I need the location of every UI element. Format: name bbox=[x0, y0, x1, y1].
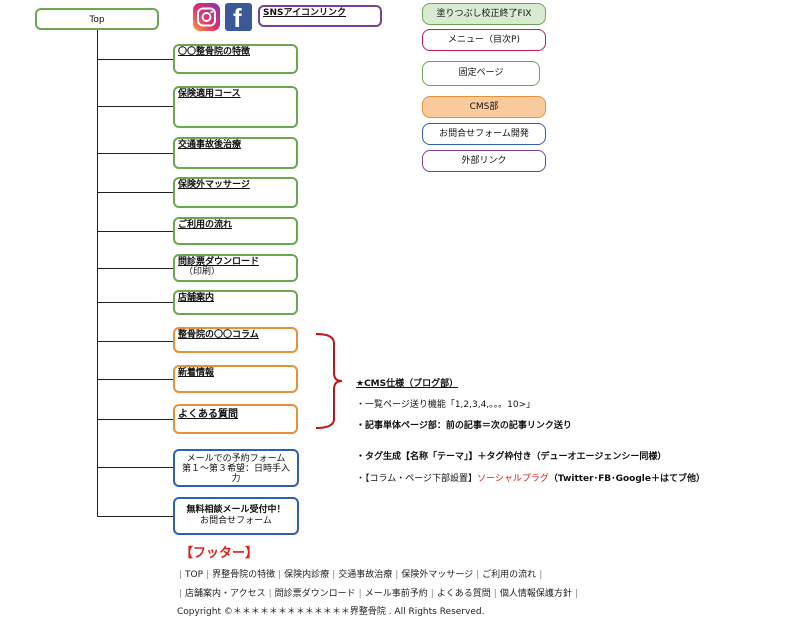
branch-line bbox=[97, 231, 174, 232]
page-box-column[interactable]: 整骨院の〇〇コラム bbox=[173, 327, 298, 353]
page-box-insurance[interactable]: 保険適用コース bbox=[173, 86, 298, 128]
legend-label: CMS部 bbox=[469, 102, 499, 112]
reservation-body: 第１〜第３希望：日時手入力 bbox=[181, 464, 290, 484]
legend-fixed-page: 固定ページ bbox=[422, 61, 540, 86]
page-box-news[interactable]: 新着情報 bbox=[173, 365, 298, 393]
consult-title: 無料相談メール受付中！ bbox=[186, 505, 286, 515]
facebook-glyph: f bbox=[233, 3, 242, 31]
footer-title: 【フッター】 bbox=[180, 546, 259, 561]
page-label: 交通事故後治療 bbox=[178, 140, 242, 150]
legend-menu: メニュー（目次P) bbox=[422, 29, 546, 51]
page-box-store[interactable]: 店舗案内 bbox=[173, 290, 298, 315]
branch-line bbox=[97, 106, 174, 107]
social-plugin-text: ソーシャルプラグ bbox=[477, 474, 549, 484]
reservation-title: メールでの予約フォーム bbox=[186, 454, 286, 464]
branch-line bbox=[97, 341, 174, 342]
page-label: 保険適用コース bbox=[178, 89, 241, 99]
legend-label: お問合せフォーム開発 bbox=[439, 129, 529, 139]
page-label: よくある質問 bbox=[178, 409, 238, 420]
cms-note-pagination: ・一覧ページ送り機能「1,2,3,4,。。。10>」 bbox=[356, 400, 536, 410]
footer-links-row-2: |店舗案内・アクセス|問診票ダウンロード|メール事前予約|よくある質問|個人情報… bbox=[179, 589, 578, 599]
social-prefix: ・【コラム・ページ下部設置】 bbox=[356, 474, 478, 484]
footer-link[interactable]: 保険外マッサージ bbox=[401, 570, 474, 580]
consult-form-box[interactable]: 無料相談メール受付中！ お問合せフォーム bbox=[173, 497, 299, 535]
cms-note-social: ・【コラム・ページ下部設置】ソーシャルプラグ（Twitter･FB･Google… bbox=[356, 471, 705, 484]
branch-line bbox=[97, 467, 174, 468]
cms-bracket bbox=[315, 333, 343, 429]
footer-link[interactable]: TOP bbox=[185, 570, 204, 580]
tree-trunk-line bbox=[97, 30, 98, 516]
page-label: 整骨院の〇〇コラム bbox=[178, 330, 259, 340]
branch-line bbox=[97, 302, 174, 303]
legend-external-link: 外部リンク bbox=[422, 150, 546, 172]
page-sublabel: （印刷） bbox=[184, 267, 221, 277]
page-box-accident[interactable]: 交通事故後治療 bbox=[173, 137, 298, 169]
branch-line bbox=[97, 379, 174, 380]
page-label: 〇〇整骨院の特徴 bbox=[178, 47, 251, 57]
footer-link[interactable]: ご利用の流れ bbox=[482, 570, 537, 580]
footer-link[interactable]: よくある質問 bbox=[436, 589, 491, 599]
legend-label: 外部リンク bbox=[461, 156, 507, 166]
page-box-features[interactable]: 〇〇整骨院の特徴 bbox=[173, 44, 298, 74]
page-label: ご利用の流れ bbox=[178, 220, 233, 230]
cms-note-tags: ・タグ生成【名称「テーマ」】＋タグ枠付き（デューオエージェンシー同様） bbox=[356, 452, 667, 462]
footer-link[interactable]: メール事前予約 bbox=[364, 589, 428, 599]
footer-link[interactable]: 個人情報保護方針 bbox=[499, 589, 572, 599]
reservation-form-box[interactable]: メールでの予約フォーム 第１〜第３希望：日時手入力 bbox=[173, 449, 299, 487]
footer-link[interactable]: 店舗案内・アクセス bbox=[185, 589, 266, 599]
social-suffix: （Twitter･FB･Google＋はてブ他） bbox=[548, 474, 705, 484]
cms-heading: ★CMS仕様（ブログ部） bbox=[356, 379, 459, 389]
legend-cms: CMS部 bbox=[422, 96, 546, 118]
facebook-icon[interactable]: f bbox=[225, 3, 252, 31]
page-label: 保険外マッサージ bbox=[178, 180, 250, 190]
page-box-flow[interactable]: ご利用の流れ bbox=[173, 217, 298, 245]
footer-link[interactable]: 保険内診療 bbox=[284, 570, 330, 580]
cms-note-article-nav: ・記事単体ページ部：前の記事＝次の記事リンク送り bbox=[356, 421, 572, 431]
footer-link[interactable]: 界整骨院の特徴 bbox=[212, 570, 276, 580]
footer-link[interactable]: 問診票ダウンロード bbox=[274, 589, 356, 599]
top-node[interactable]: Top bbox=[35, 8, 159, 30]
page-label: 問診票ダウンロード bbox=[178, 257, 260, 267]
footer-link[interactable]: 交通事故治療 bbox=[338, 570, 393, 580]
branch-line bbox=[97, 516, 174, 517]
page-box-massage[interactable]: 保険外マッサージ bbox=[173, 177, 298, 208]
legend-fix: 塗りつぶし校正終了FIX bbox=[422, 3, 546, 25]
instagram-icon[interactable] bbox=[193, 3, 220, 31]
page-label: 店舗案内 bbox=[178, 293, 215, 303]
legend-contact-form: お問合せフォーム開発 bbox=[422, 123, 546, 145]
footer-copyright: Copyright ©＊＊＊＊＊＊＊＊＊＊＊＊＊界整骨院 . All Right… bbox=[177, 607, 485, 617]
legend-label: メニュー（目次P) bbox=[448, 35, 520, 45]
branch-line bbox=[97, 153, 174, 154]
page-label: 新着情報 bbox=[178, 368, 215, 378]
branch-line bbox=[97, 268, 174, 269]
sns-link-box[interactable]: SNSアイコンリンク bbox=[258, 5, 382, 27]
legend-label: 固定ページ bbox=[458, 68, 504, 78]
branch-line bbox=[97, 59, 174, 60]
footer-links-row-1: |TOP|界整骨院の特徴|保険内診療|交通事故治療|保険外マッサージ|ご利用の流… bbox=[179, 570, 543, 580]
branch-line bbox=[97, 192, 174, 193]
branch-line bbox=[97, 419, 174, 420]
page-box-questionnaire[interactable]: 問診票ダウンロード （印刷） bbox=[173, 254, 298, 282]
sns-link-label: SNSアイコンリンク bbox=[263, 8, 347, 18]
legend-label: 塗りつぶし校正終了FIX bbox=[436, 9, 532, 19]
page-box-faq[interactable]: よくある質問 bbox=[173, 404, 298, 434]
consult-body: お問合せフォーム bbox=[200, 516, 272, 526]
top-label: Top bbox=[89, 15, 105, 25]
